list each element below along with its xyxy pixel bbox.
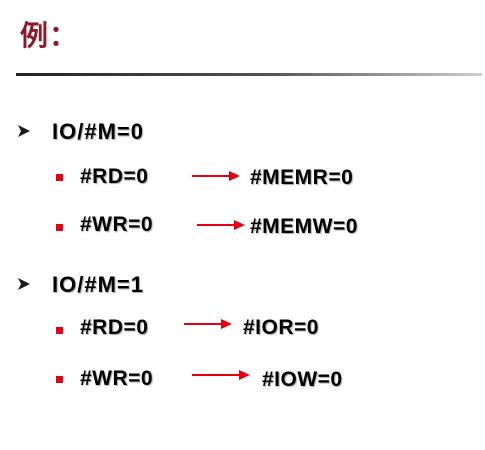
arrow-right-icon [197,220,245,230]
chevron-right-icon [18,278,30,290]
square-bullet-icon [56,174,63,181]
title-divider [16,73,482,76]
square-bullet-icon [56,376,63,383]
signal-wr: #WR=0 [80,367,154,390]
slide-title: 例： [20,19,79,52]
group-heading-io-m-0: IO/#M=0 [52,119,144,144]
signal-memw: #MEMW=0 [250,215,358,238]
arrow-right-icon [192,171,240,181]
group-heading-io-m-1: IO/#M=1 [52,272,144,297]
signal-ior: #IOR=0 [243,316,319,339]
signal-rd: #RD=0 [80,165,149,188]
signal-iow: #IOW=0 [262,368,343,391]
arrow-right-icon [184,319,232,329]
signal-wr: #WR=0 [80,213,154,236]
arrow-right-icon [192,370,250,380]
signal-memr: #MEMR=0 [250,166,354,189]
square-bullet-icon [56,224,63,231]
chevron-right-icon [18,125,30,137]
signal-rd: #RD=0 [80,316,149,339]
square-bullet-icon [56,327,63,334]
